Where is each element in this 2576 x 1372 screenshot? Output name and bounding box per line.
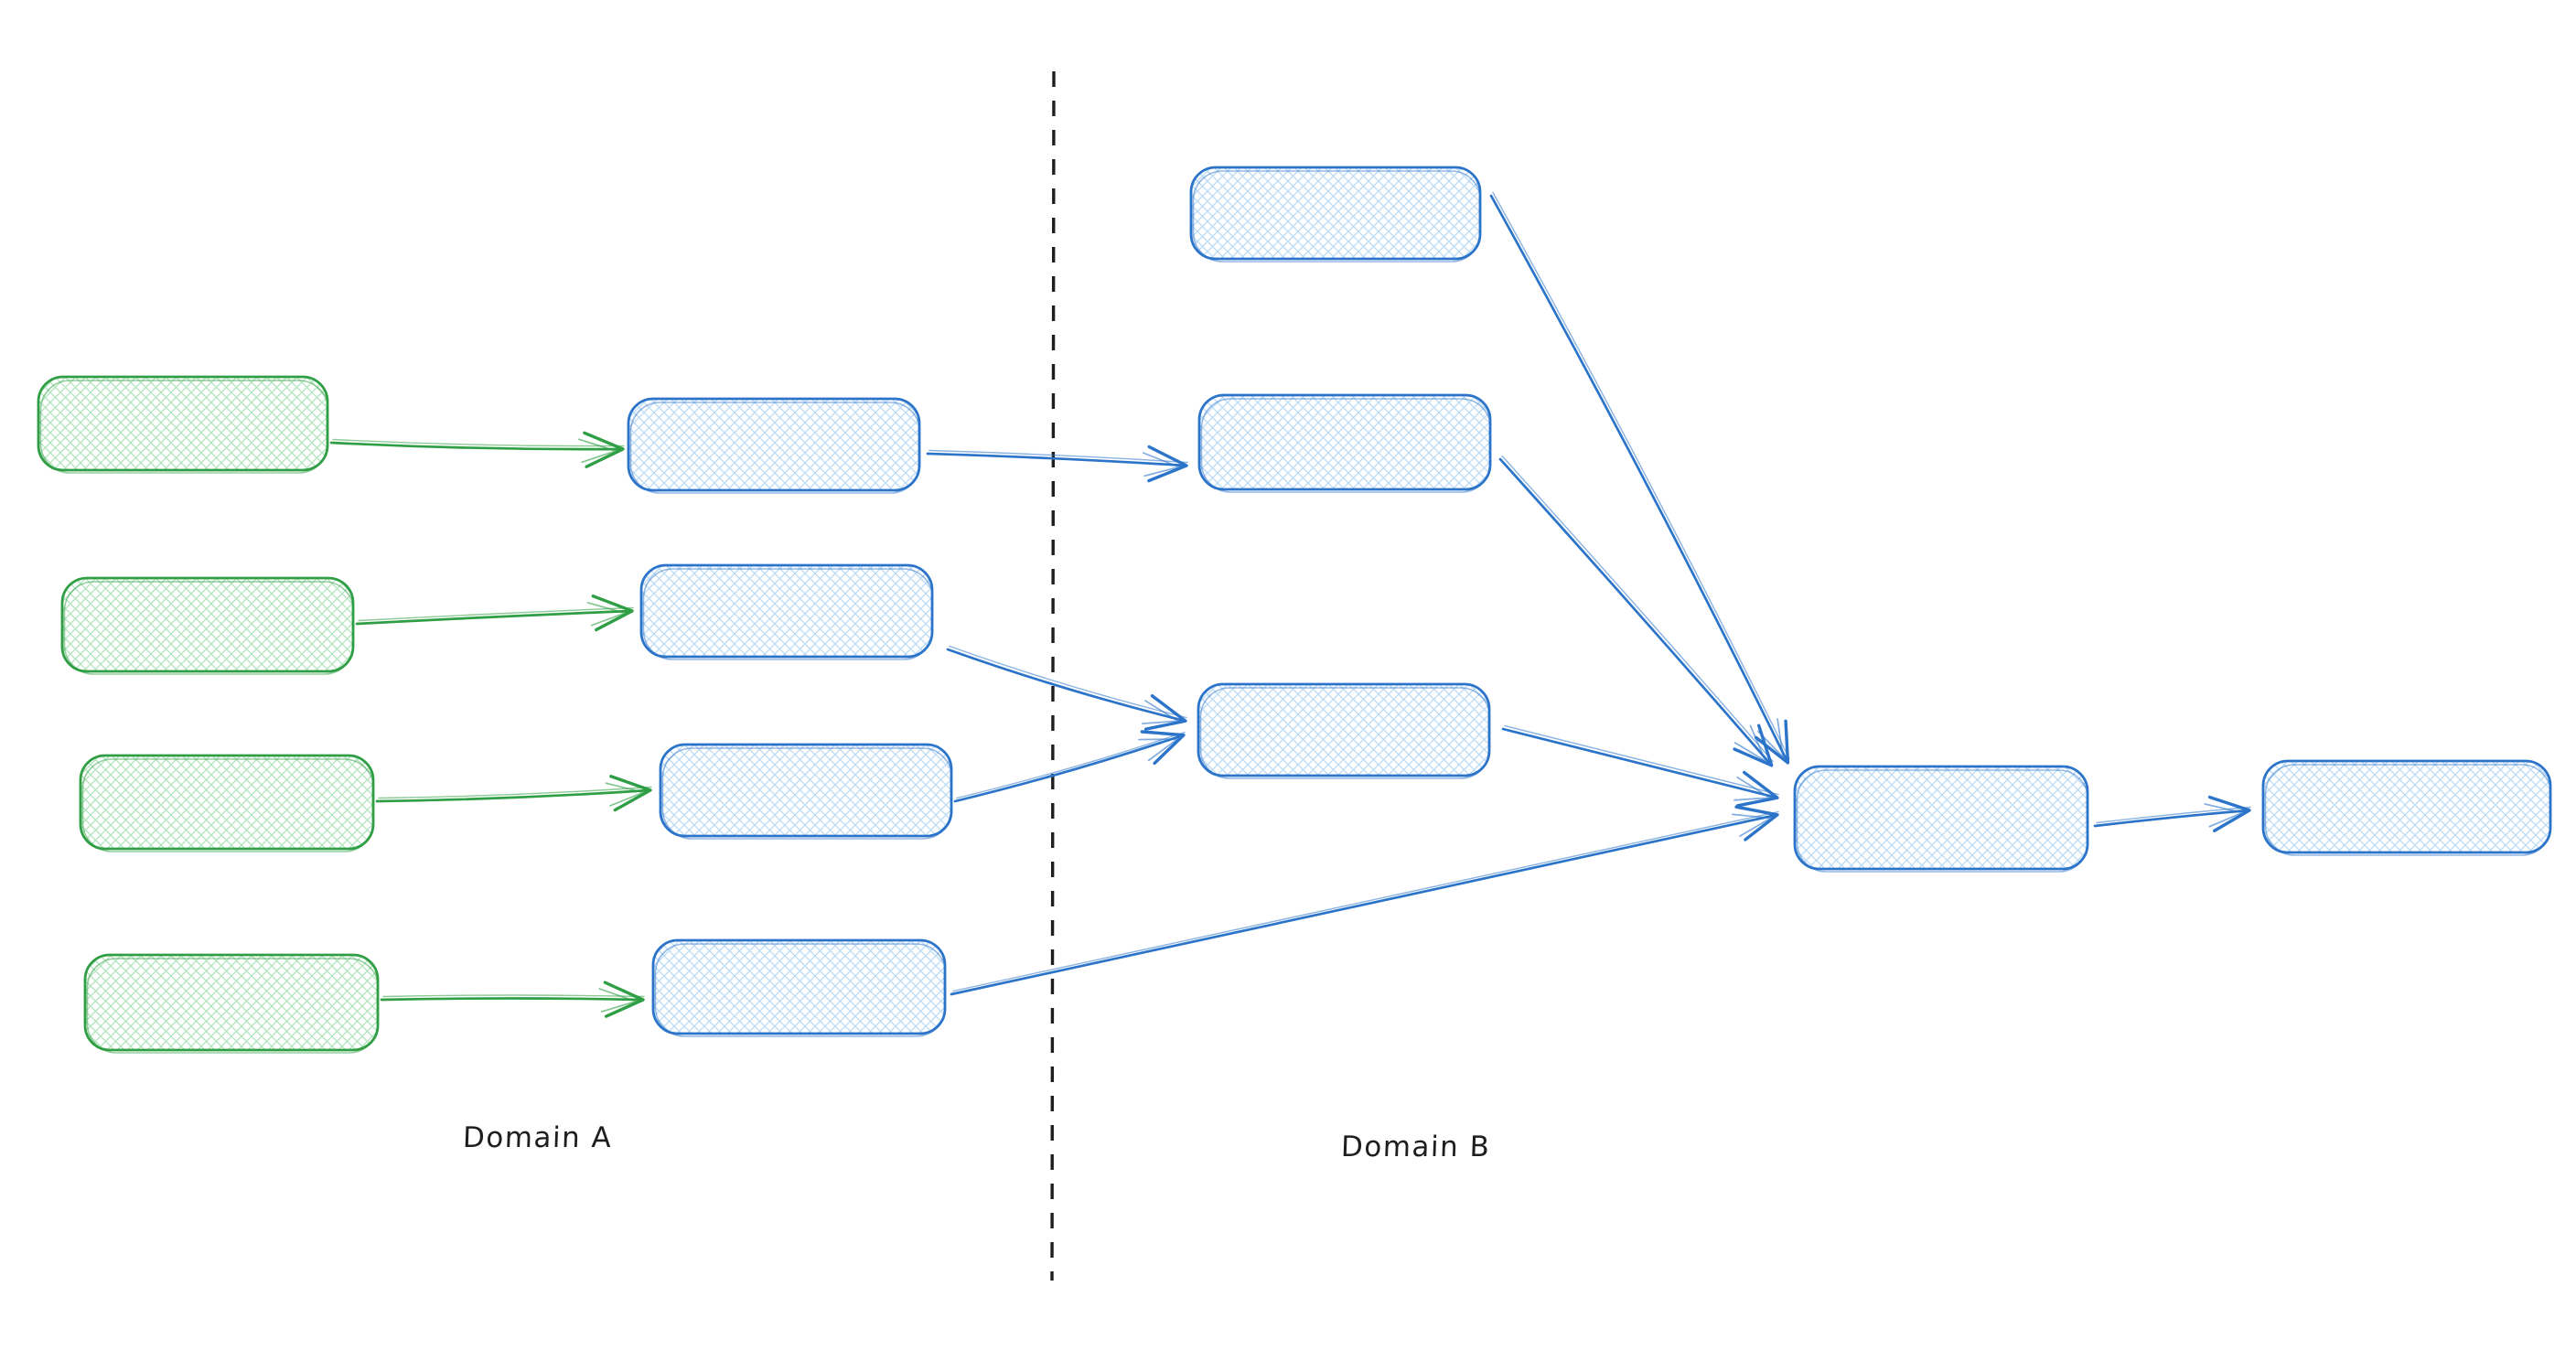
- edge-domainA1-domainB2: [926, 445, 1188, 483]
- edge-domainA2-domainB3: [946, 645, 1187, 731]
- aggregator-node: [1793, 765, 2089, 873]
- edge-source2-domainA2: [355, 594, 634, 632]
- domain-divider-dashed-line: [1050, 70, 1056, 1281]
- edge-domainA4-aggregator: [950, 805, 1779, 996]
- edge-domainB3-aggregator: [1501, 724, 1779, 808]
- edge-source1-domainA1: [329, 431, 625, 468]
- domain-a-node-4: [651, 938, 947, 1037]
- domain-a-node-2: [639, 563, 934, 660]
- domain-b-node-2: [1197, 393, 1492, 493]
- edge-source3-domainA3: [375, 775, 652, 812]
- source-node-1: [37, 375, 329, 474]
- edge-source4-domainA4: [380, 981, 645, 1018]
- edge-domainA3-domainB3: [953, 730, 1186, 803]
- output-node: [2261, 759, 2552, 856]
- source-node-2: [60, 576, 355, 675]
- edge-aggregator-output: [2093, 795, 2251, 832]
- domain-a-node-3: [659, 743, 953, 840]
- domain-b-node-3: [1197, 682, 1491, 779]
- domain-b-label: Domain B: [1340, 1131, 1492, 1163]
- domain-a-node-1: [627, 397, 921, 494]
- source-node-4: [83, 953, 380, 1054]
- domain-b-node-1: [1189, 166, 1482, 263]
- edge-domainB1-aggregator: [1489, 191, 1790, 765]
- domain-a-label: Domain A: [462, 1121, 613, 1154]
- source-node-3: [79, 754, 375, 852]
- edge-domainB2-aggregator: [1498, 455, 1774, 767]
